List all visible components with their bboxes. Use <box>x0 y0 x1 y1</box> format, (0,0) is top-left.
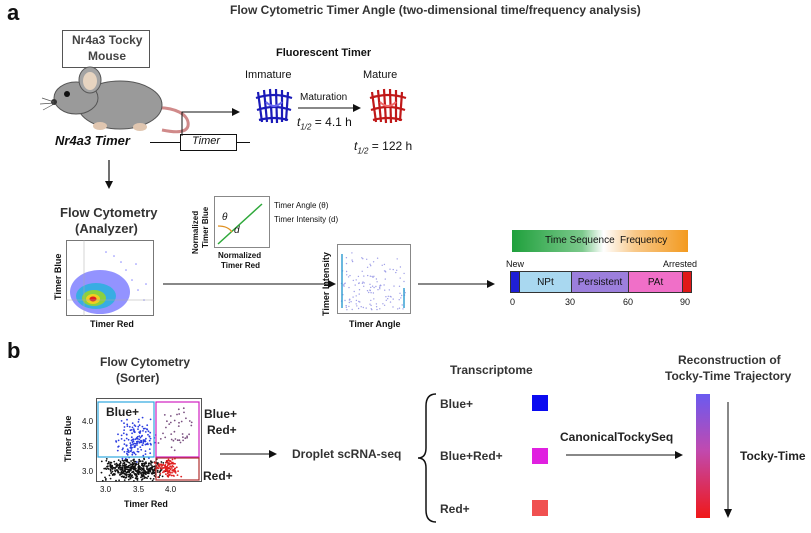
immature-timer-protein-icon <box>255 88 293 124</box>
figure-title: Flow Cytometric Timer Angle (two-dimensi… <box>230 3 641 17</box>
locus-persistent: Persistent <box>570 272 629 292</box>
timer-angle-axis-label: Timer Angle <box>349 319 401 329</box>
frequency-label: Frequency <box>620 235 668 246</box>
sorter-y-tick-35: 3.5 <box>82 442 94 451</box>
sorter-x-tick-3: 3.0 <box>100 485 112 494</box>
normalized-x-label-2: Timer Red <box>221 261 260 270</box>
sorter-title-1: Flow Cytometry <box>100 355 191 369</box>
transcriptome-title: Transcriptome <box>450 363 533 377</box>
theta-symbol: θ <box>222 212 228 223</box>
locus-tick-30: 30 <box>565 297 576 307</box>
maturation-arrow <box>298 104 361 112</box>
analyzer-to-angle-arrow <box>163 280 336 288</box>
population-red-swatch <box>532 500 548 516</box>
half-life-mature: t1/2 = 122 h <box>354 140 412 155</box>
locus-new <box>511 272 519 292</box>
angle-to-locus-arrow <box>418 280 495 288</box>
mouse-label-line2: Mouse <box>88 49 127 63</box>
sorter-x-tick-4: 4.0 <box>165 485 177 494</box>
tocky-time-gradient-bar <box>696 394 710 518</box>
sorter-y-label: Timer Blue <box>63 415 73 462</box>
locus-tick-90: 90 <box>680 297 691 307</box>
half-life-maturation: t1/2 = 4.1 h <box>297 116 352 131</box>
sorter-y-tick-3: 3.0 <box>82 467 94 476</box>
population-blue-swatch <box>532 395 548 411</box>
timer-gene-box <box>180 134 237 151</box>
locus-npt-label: NPt <box>537 276 554 288</box>
flow-analyzer-title-2: (Analyzer) <box>75 221 138 236</box>
panel-a-letter: a <box>7 0 20 25</box>
nr4a3-timer-label: Nr4a3 Timer <box>55 133 130 148</box>
brace <box>417 393 437 523</box>
flow-analyzer-title-1: Flow Cytometry <box>60 205 158 220</box>
new-label: New <box>506 259 525 269</box>
time-sequence-label: Time Sequence <box>545 235 615 246</box>
tocky-time-arrow <box>724 402 732 518</box>
immature-label: Immature <box>245 69 292 81</box>
half-life-sub-2: 1/2 <box>357 146 369 156</box>
mature-timer-protein-icon <box>369 88 407 124</box>
analyzer-dot-plot <box>66 240 154 316</box>
sorter-x-tick-35: 3.5 <box>133 485 145 494</box>
analyzer-y-label: Timer Blue <box>53 253 63 300</box>
sorter-y-tick-4: 4.0 <box>82 417 94 426</box>
droplet-label: Droplet scRNA-seq <box>292 447 402 461</box>
half-life-maturation-value: = 4.1 h <box>311 115 352 129</box>
canonical-tockyseq-label: CanonicalTockySeq <box>560 430 674 444</box>
promoter-arrow <box>181 108 240 136</box>
population-bluered-label: Blue+Red+ <box>440 449 503 463</box>
arrested-label: Arrested <box>663 259 698 269</box>
reconstruction-title-2: Tocky-Time Trajectory <box>665 369 792 383</box>
fluorescent-timer-title: Fluorescent Timer <box>276 47 372 59</box>
normalized-x-label-1: Normalized <box>218 251 262 260</box>
gate-red-label: Red+ <box>203 469 233 483</box>
mouse-illustration <box>40 66 190 134</box>
gate-bluered-label-1: Blue+ <box>204 407 238 421</box>
population-blue-label: Blue+ <box>440 397 474 411</box>
population-bluered-swatch <box>532 448 548 464</box>
locus-npt: NPt <box>518 272 571 292</box>
d-symbol: d <box>234 225 240 236</box>
sorter-to-droplet-arrow <box>220 450 277 458</box>
timer-intensity-axis-label: Timer Intensity <box>321 252 331 316</box>
panel-b-letter: b <box>7 338 21 363</box>
mouse-label-box <box>62 30 150 68</box>
locus-arrested <box>682 272 691 292</box>
sorter-dot-plot <box>96 398 202 482</box>
down-arrow <box>105 160 113 189</box>
reconstruction-title-1: Reconstruction of <box>678 353 781 367</box>
mature-label: Mature <box>363 69 398 81</box>
timer-gene-label: Timer <box>192 135 221 147</box>
half-life-mature-value: = 122 h <box>368 139 413 153</box>
timer-angle-diagram <box>214 196 270 248</box>
analyzer-x-label: Timer Red <box>90 319 134 329</box>
sorter-title-2: (Sorter) <box>116 371 160 385</box>
canonical-arrow <box>566 451 683 459</box>
locus-persistent-label: Persistent <box>577 276 623 288</box>
timer-angle-scatter <box>337 244 411 314</box>
gate-bluered-label-2: Red+ <box>207 423 237 437</box>
locus-pat: PAt <box>628 272 683 292</box>
normalized-y-label-2: Timer Blue <box>201 206 210 248</box>
locus-tick-0: 0 <box>510 297 516 307</box>
locus-tick-60: 60 <box>623 297 634 307</box>
half-life-t: t <box>297 115 301 129</box>
time-frequency-gradient <box>512 230 688 252</box>
locus-pat-label: PAt <box>647 276 664 288</box>
maturation-label: Maturation <box>300 92 348 103</box>
population-red-label: Red+ <box>440 502 470 516</box>
gate-blue-label: Blue+ <box>106 405 140 419</box>
timer-angle-legend: Timer Angle (θ) <box>274 201 329 210</box>
half-life-sub: 1/2 <box>300 122 312 132</box>
timer-intensity-legend: Timer Intensity (d) <box>274 215 339 224</box>
half-life-t-2: t <box>354 139 358 153</box>
mouse-label-line1: Nr4a3 Tocky <box>72 33 143 47</box>
locus-bar: NPt Persistent PAt <box>510 271 692 293</box>
sorter-x-label: Timer Red <box>124 499 168 509</box>
tocky-time-label: Tocky-Time <box>740 449 806 463</box>
normalized-y-label-1: Normalized <box>191 210 200 254</box>
